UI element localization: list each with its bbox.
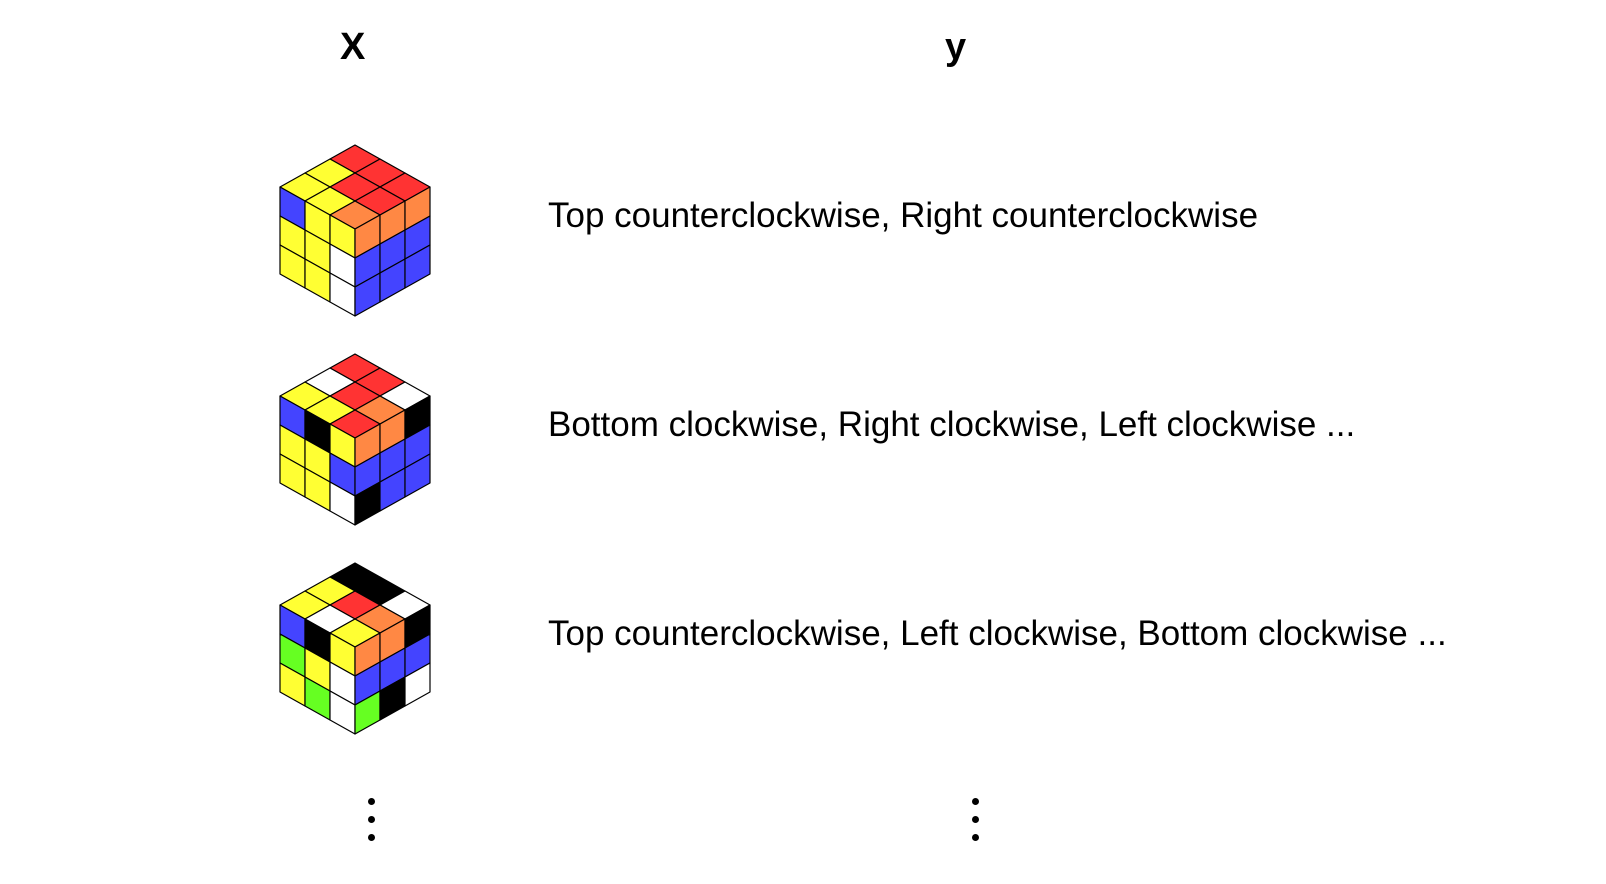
vertical-ellipsis-icon-x xyxy=(364,798,378,844)
move-sequence-1: Top counterclockwise, Right counterclock… xyxy=(548,196,1259,235)
move-sequence-2: Bottom clockwise, Right clockwise, Left … xyxy=(548,405,1356,444)
rubiks-cube-icon xyxy=(279,144,431,317)
cube-3 xyxy=(279,562,431,739)
right-face-sticker-r2-c2 xyxy=(404,453,431,498)
rubiks-cube-icon xyxy=(279,562,431,735)
column-header-x: X xyxy=(340,26,366,68)
right-face-sticker-r2-c2 xyxy=(404,244,431,289)
vertical-ellipsis-icon-y xyxy=(968,798,982,844)
move-sequence-3: Top counterclockwise, Left clockwise, Bo… xyxy=(548,614,1447,653)
right-face-sticker-r2-c2 xyxy=(404,662,431,707)
rubiks-cube-icon xyxy=(279,353,431,526)
column-header-y: y xyxy=(945,26,967,68)
cube-2 xyxy=(279,353,431,530)
cube-1 xyxy=(279,144,431,321)
